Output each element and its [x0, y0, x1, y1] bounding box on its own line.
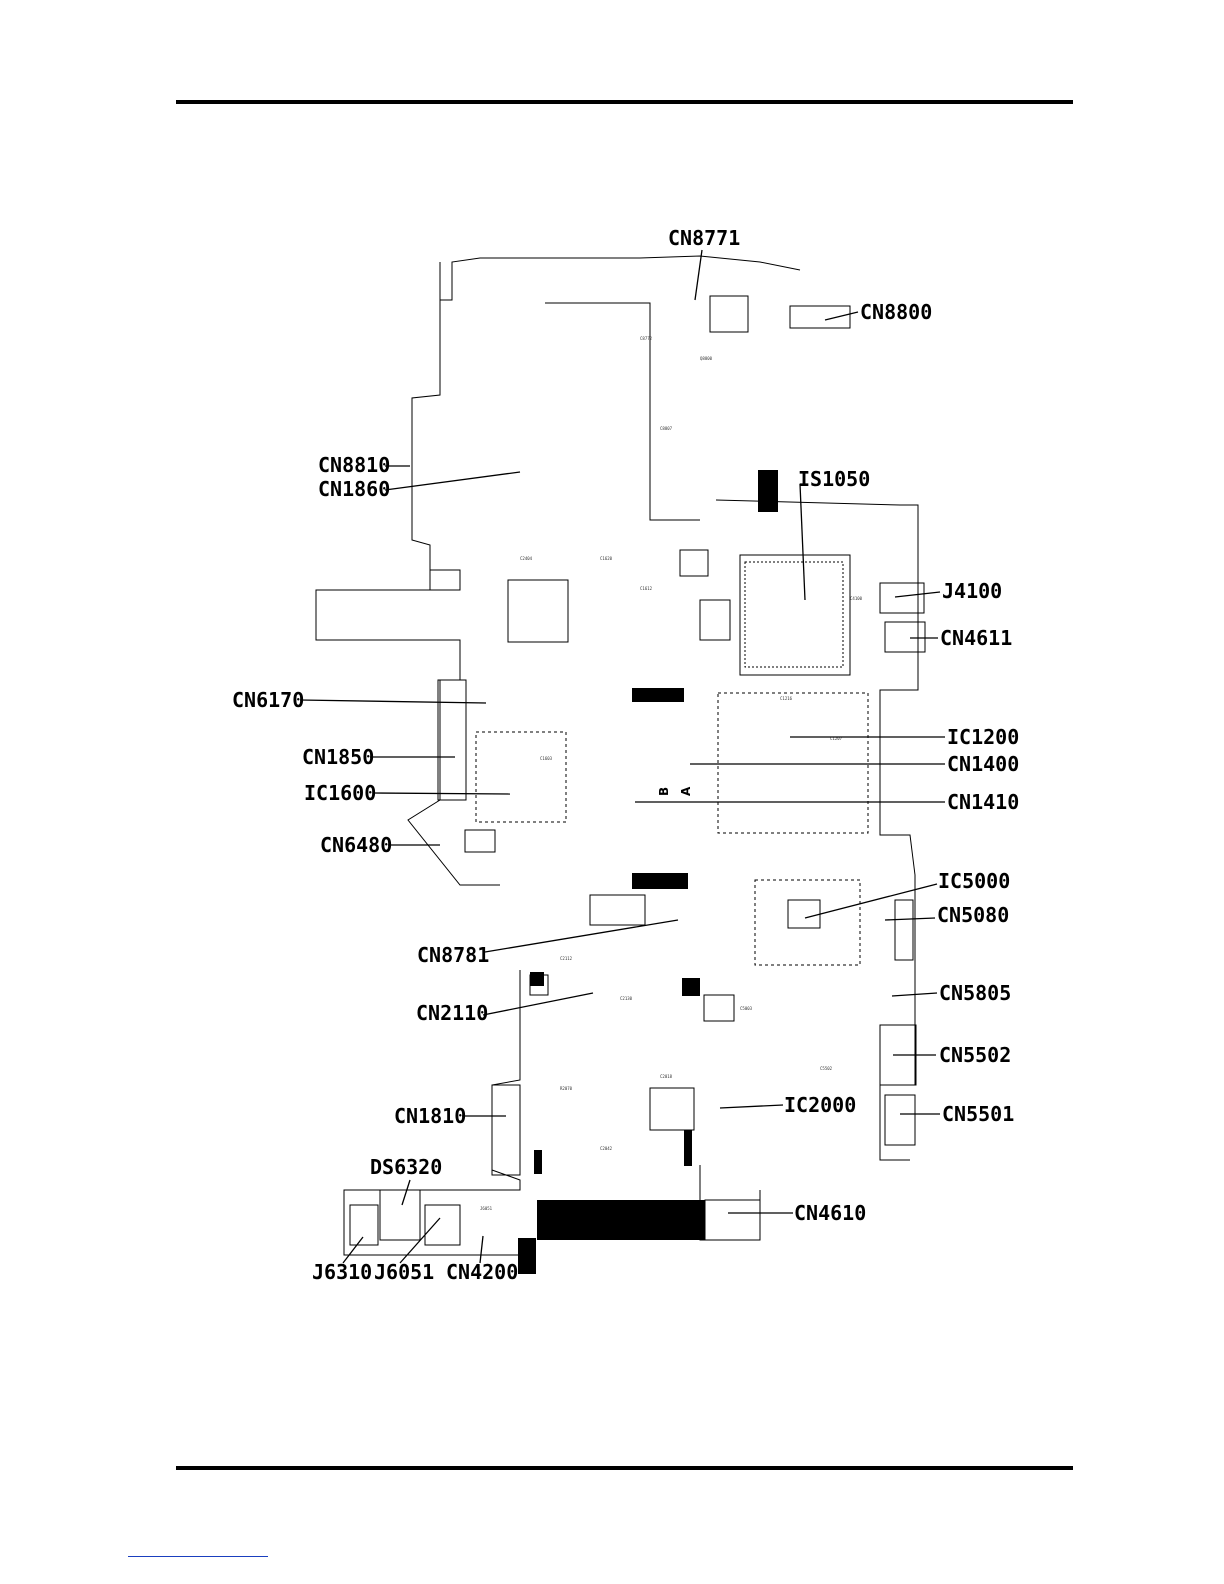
svg-text:C5502: C5502: [820, 1066, 833, 1071]
label-cn2110: CN2110: [416, 1001, 488, 1025]
cn4611-body: [884, 621, 926, 653]
svg-text:J6051: J6051: [480, 1206, 493, 1211]
ic1200-footprint: [717, 692, 869, 834]
j6051-body: [424, 1204, 461, 1246]
ic2000-footprint: [649, 1087, 695, 1131]
board-outline: [315, 255, 919, 1256]
cn5501-body: [884, 1094, 916, 1146]
label-ic1600: IC1600: [304, 781, 376, 805]
chip-square-1: [682, 978, 700, 996]
connector-block-upper: [632, 688, 684, 702]
svg-text:C4100: C4100: [850, 596, 863, 601]
misc-part-6: [464, 829, 496, 853]
label-ds6320: DS6320: [370, 1155, 442, 1179]
svg-text:C1620: C1620: [600, 556, 613, 561]
svg-text:C1603: C1603: [540, 756, 553, 761]
cn1810-body: [491, 1084, 521, 1176]
label-cn1400: CN1400: [947, 752, 1019, 776]
svg-text:R2070: R2070: [560, 1086, 573, 1091]
ic5000-footprint: [754, 879, 861, 966]
label-ic2000: IC2000: [784, 1093, 856, 1117]
chip-square-2: [530, 972, 544, 986]
is1050-footprint: [739, 554, 851, 676]
is1050-inner: [744, 561, 844, 668]
svg-text:C2404: C2404: [520, 556, 533, 561]
svg-text:C2130: C2130: [620, 996, 633, 1001]
svg-text:C2042: C2042: [600, 1146, 613, 1151]
label-cn1850: CN1850: [302, 745, 374, 769]
label-is1050: IS1050: [798, 467, 870, 491]
label-cn5501: CN5501: [942, 1102, 1014, 1126]
label-cn5805: CN5805: [939, 981, 1011, 1005]
label-ic5000: IC5000: [938, 869, 1010, 893]
label-cn4200: CN4200: [446, 1260, 518, 1284]
label-j6310: J6310: [312, 1260, 372, 1284]
cn8800-body: [789, 305, 851, 329]
label-cn5502: CN5502: [939, 1043, 1011, 1067]
svg-text:C5003: C5003: [740, 1006, 753, 1011]
svg-text:C1207: C1207: [830, 736, 843, 741]
ds6320-body: [379, 1189, 421, 1241]
j6310-body: [349, 1204, 379, 1246]
svg-text:C1216: C1216: [780, 696, 793, 701]
label-cn8810: CN8810: [318, 453, 390, 477]
label-cn1410: CN1410: [947, 790, 1019, 814]
ic1600-footprint: [475, 731, 567, 823]
cn5080-body: [894, 899, 914, 961]
ic5000-die: [787, 899, 821, 929]
svg-text:C8807: C8807: [660, 426, 673, 431]
label-cn8800: CN8800: [860, 300, 932, 324]
header-rule: [176, 100, 1073, 104]
misc-part-1: [679, 549, 709, 577]
misc-part-5: [429, 569, 461, 591]
j4100-body: [879, 582, 925, 614]
side-mark-a: A: [679, 786, 693, 796]
small-black-2: [534, 1150, 542, 1174]
cn8771-body: [709, 295, 749, 333]
cn4200-black-strip: [537, 1200, 705, 1240]
is1050-heatsink-mark: [758, 470, 778, 512]
side-mark-b: B: [657, 787, 671, 796]
label-cn8781: CN8781: [417, 943, 489, 967]
label-cn5080: CN5080: [937, 903, 1009, 927]
small-black-1: [684, 1130, 692, 1166]
label-ic1200: IC1200: [947, 725, 1019, 749]
label-cn4610: CN4610: [794, 1201, 866, 1225]
small-chip-a: [507, 579, 569, 643]
label-cn4611: CN4611: [940, 626, 1012, 650]
label-cn1860: CN1860: [318, 477, 390, 501]
black-strip-tail: [518, 1238, 536, 1274]
misc-part-4: [703, 994, 735, 1022]
footer-rule: [176, 1466, 1073, 1470]
label-j6051: J6051: [374, 1260, 434, 1284]
label-j4100: J4100: [942, 579, 1002, 603]
label-cn8771: CN8771: [668, 226, 740, 250]
svg-text:C2112: C2112: [560, 956, 573, 961]
leader-lines: [299, 249, 945, 1264]
svg-text:Q8800: Q8800: [700, 356, 713, 361]
misc-part-3: [589, 894, 646, 926]
cn4610-body: [704, 1199, 761, 1241]
label-cn6170: CN6170: [232, 688, 304, 712]
svg-text:C2018: C2018: [660, 1074, 673, 1079]
svg-text:C8772: C8772: [640, 336, 653, 341]
svg-text:C1612: C1612: [640, 586, 653, 591]
misc-part-2: [699, 599, 731, 641]
label-cn1810: CN1810: [394, 1104, 466, 1128]
label-cn6480: CN6480: [320, 833, 392, 857]
footnote-separator: [128, 1556, 268, 1557]
cn1850-body: [437, 679, 467, 801]
connector-block-lower: [632, 873, 688, 889]
